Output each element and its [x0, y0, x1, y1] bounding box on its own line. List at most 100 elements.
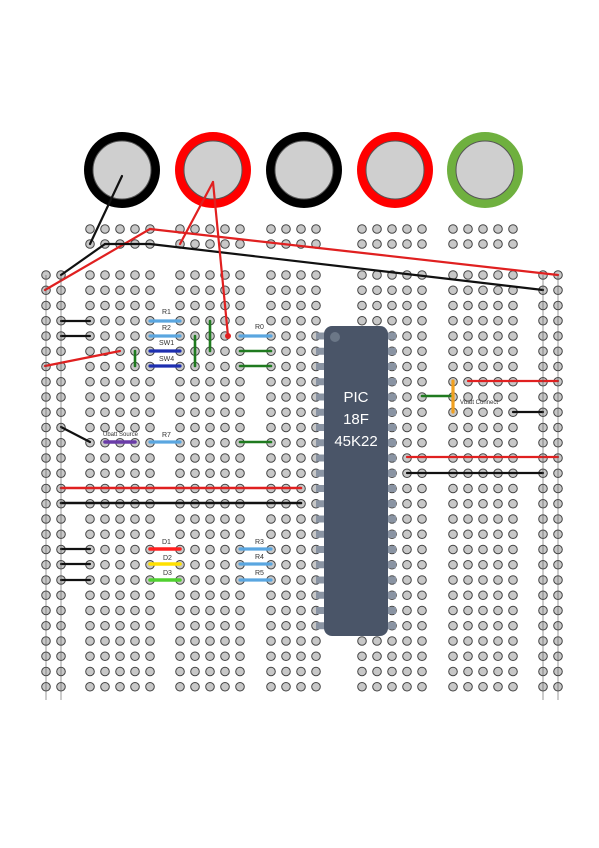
hole: [130, 453, 140, 463]
hole: [220, 361, 230, 372]
hole: [296, 468, 306, 479]
hole: [205, 514, 215, 524]
hole: [145, 681, 155, 692]
hole: [145, 636, 155, 646]
wire: [59, 425, 92, 444]
hole: [281, 392, 291, 402]
hole: [115, 590, 125, 601]
hole: [417, 636, 427, 646]
top-hole: [372, 239, 382, 249]
top-hole: [357, 239, 367, 249]
hole: [130, 422, 140, 433]
hole: [402, 575, 412, 585]
hole: [296, 407, 306, 418]
hole: [190, 285, 200, 296]
hole: [478, 407, 488, 418]
hole: [357, 270, 367, 280]
hole: [402, 392, 412, 402]
hole: [463, 437, 473, 448]
hole: [402, 285, 412, 296]
hole: [402, 666, 412, 677]
hole: [508, 437, 518, 448]
jack-wire: [88, 174, 124, 246]
hole: [205, 620, 215, 631]
chip-pin: [384, 424, 396, 431]
hole: [130, 651, 140, 662]
hole: [220, 468, 230, 479]
hole: [296, 681, 306, 692]
hole: [417, 620, 427, 631]
hole: [508, 514, 518, 524]
hole: [115, 361, 125, 372]
hole: [205, 270, 215, 280]
hole: [220, 453, 230, 463]
hole: [493, 422, 503, 433]
hole: [311, 636, 321, 646]
jack-red-1-center: [183, 140, 243, 200]
hole: [402, 361, 412, 372]
hole: [85, 407, 95, 418]
hole: [205, 559, 215, 570]
top-hole: [220, 224, 230, 234]
hole: [493, 331, 503, 341]
hole: [115, 376, 125, 387]
hole: [100, 468, 110, 479]
hole: [115, 575, 125, 585]
hole: [115, 270, 125, 280]
hole: [478, 270, 488, 280]
hole: [85, 666, 95, 677]
hole: [115, 422, 125, 433]
hole: [85, 422, 95, 433]
hole: [311, 300, 321, 311]
hole: [145, 270, 155, 280]
hole: [190, 468, 200, 479]
hole: [115, 605, 125, 616]
chip-label-line3: 45K22: [334, 433, 377, 450]
hole: [145, 605, 155, 616]
hole: [402, 346, 412, 357]
component-labels: R1 R2 SW1 SW4 R0 R7 D1 D2 D3 R3 R4 R5 Ub…: [103, 309, 498, 577]
hole: [296, 605, 306, 616]
hole: [266, 376, 276, 387]
hole: [130, 514, 140, 524]
hole: [130, 636, 140, 646]
hole: [100, 453, 110, 463]
hole: [493, 590, 503, 601]
hole: [220, 376, 230, 387]
label-sw1: SW1: [159, 340, 174, 347]
hole: [281, 422, 291, 433]
hole: [205, 605, 215, 616]
hole: [296, 437, 306, 448]
hole: [296, 315, 306, 326]
hole: [448, 636, 458, 646]
label-r3: R3: [255, 539, 264, 546]
hole: [463, 514, 473, 524]
hole: [448, 483, 458, 494]
hole: [387, 285, 397, 296]
chip-pin: [384, 576, 396, 584]
hole: [130, 590, 140, 601]
hole: [357, 651, 367, 662]
hole: [130, 270, 140, 280]
hole: [100, 270, 110, 280]
hole: [145, 514, 155, 524]
hole: [508, 483, 518, 494]
chip-pin: [384, 622, 396, 630]
hole: [266, 666, 276, 677]
hole: [493, 636, 503, 646]
hole: [281, 270, 291, 280]
hole: [220, 392, 230, 402]
hole: [130, 331, 140, 341]
hole: [296, 300, 306, 311]
hole: [220, 544, 230, 555]
chip-pin: [384, 485, 396, 492]
hole: [448, 529, 458, 540]
hole: [100, 620, 110, 631]
top-hole: [508, 224, 518, 234]
label-sw4: SW4: [159, 356, 174, 363]
hole: [266, 529, 276, 540]
hole: [266, 270, 276, 280]
hole: [205, 468, 215, 479]
top-hole: [402, 239, 412, 249]
hole: [130, 407, 140, 418]
